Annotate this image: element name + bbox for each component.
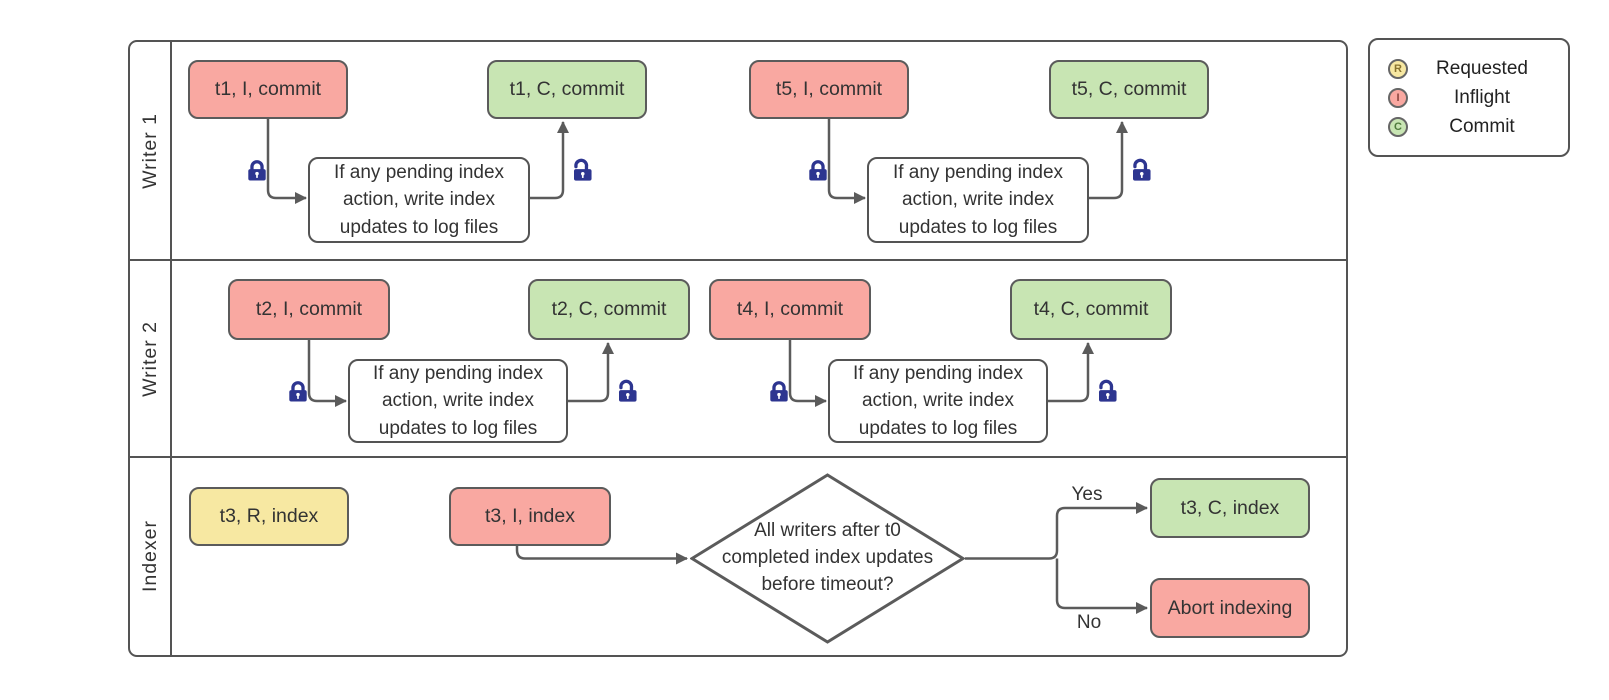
process-box-writer2-t2: If any pending index action, write index… (348, 359, 568, 443)
lane-indexer-header: Indexer (130, 458, 172, 655)
legend-letter-commit: C (1394, 120, 1402, 133)
decision-no-label: No (1076, 612, 1102, 633)
decision-diamond-shape (690, 473, 965, 644)
state-box-t4-inflight: t4, I, commit (709, 279, 871, 340)
state-box-t4-commit: t4, C, commit (1010, 279, 1172, 340)
requested-state-icon: R (1388, 58, 1408, 79)
legend-letter-inflight: I (1396, 91, 1400, 104)
state-box-t1-inflight: t1, I, commit (188, 60, 348, 119)
lane-writer-1-label: Writer 1 (138, 112, 161, 189)
decision-diamond: All writers after t0 completed index upd… (690, 473, 965, 644)
decision-yes-label: Yes (1071, 484, 1103, 505)
lane-writer-2-label: Writer 2 (138, 320, 161, 397)
commit-state-icon: C (1388, 116, 1408, 137)
legend-label-requested: Requested (1436, 57, 1528, 79)
decision-question: All writers after t0 completed index upd… (721, 520, 934, 595)
lane-writer-2-header: Writer 2 (130, 261, 172, 456)
legend-label-inflight: Inflight (1454, 86, 1510, 108)
legend-row-requested: R Requested (1388, 58, 1556, 80)
process-box-writer1-t5: If any pending index action, write index… (867, 157, 1089, 243)
state-box-t1-commit: t1, C, commit (487, 60, 647, 119)
process-box-writer1-t1: If any pending index action, write index… (308, 157, 530, 243)
state-box-abort-indexing: Abort indexing (1150, 578, 1310, 638)
state-box-t3-requested: t3, R, index (189, 487, 349, 546)
lane-writer-1-header: Writer 1 (130, 42, 172, 259)
lane-writer-2: Writer 2 (130, 261, 1346, 458)
lane-indexer-label: Indexer (138, 520, 161, 593)
lane-indexer: Indexer (130, 458, 1346, 655)
state-box-t2-commit: t2, C, commit (528, 279, 690, 340)
legend-row-inflight: I Inflight (1388, 87, 1556, 109)
inflight-state-icon: I (1388, 87, 1408, 108)
state-box-t5-commit: t5, C, commit (1049, 60, 1209, 119)
legend: R Requested I Inflight C Commit (1368, 38, 1570, 157)
process-box-writer2-t4: If any pending index action, write index… (828, 359, 1048, 443)
lane-writer-1: Writer 1 (130, 42, 1346, 261)
state-box-t3-inflight: t3, I, index (449, 487, 611, 546)
state-box-t2-inflight: t2, I, commit (228, 279, 390, 340)
state-box-t5-inflight: t5, I, commit (749, 60, 909, 119)
state-box-t3-commit: t3, C, index (1150, 478, 1310, 538)
legend-row-commit: C Commit (1388, 116, 1556, 138)
legend-letter-requested: R (1394, 62, 1402, 75)
legend-label-commit: Commit (1449, 115, 1515, 137)
